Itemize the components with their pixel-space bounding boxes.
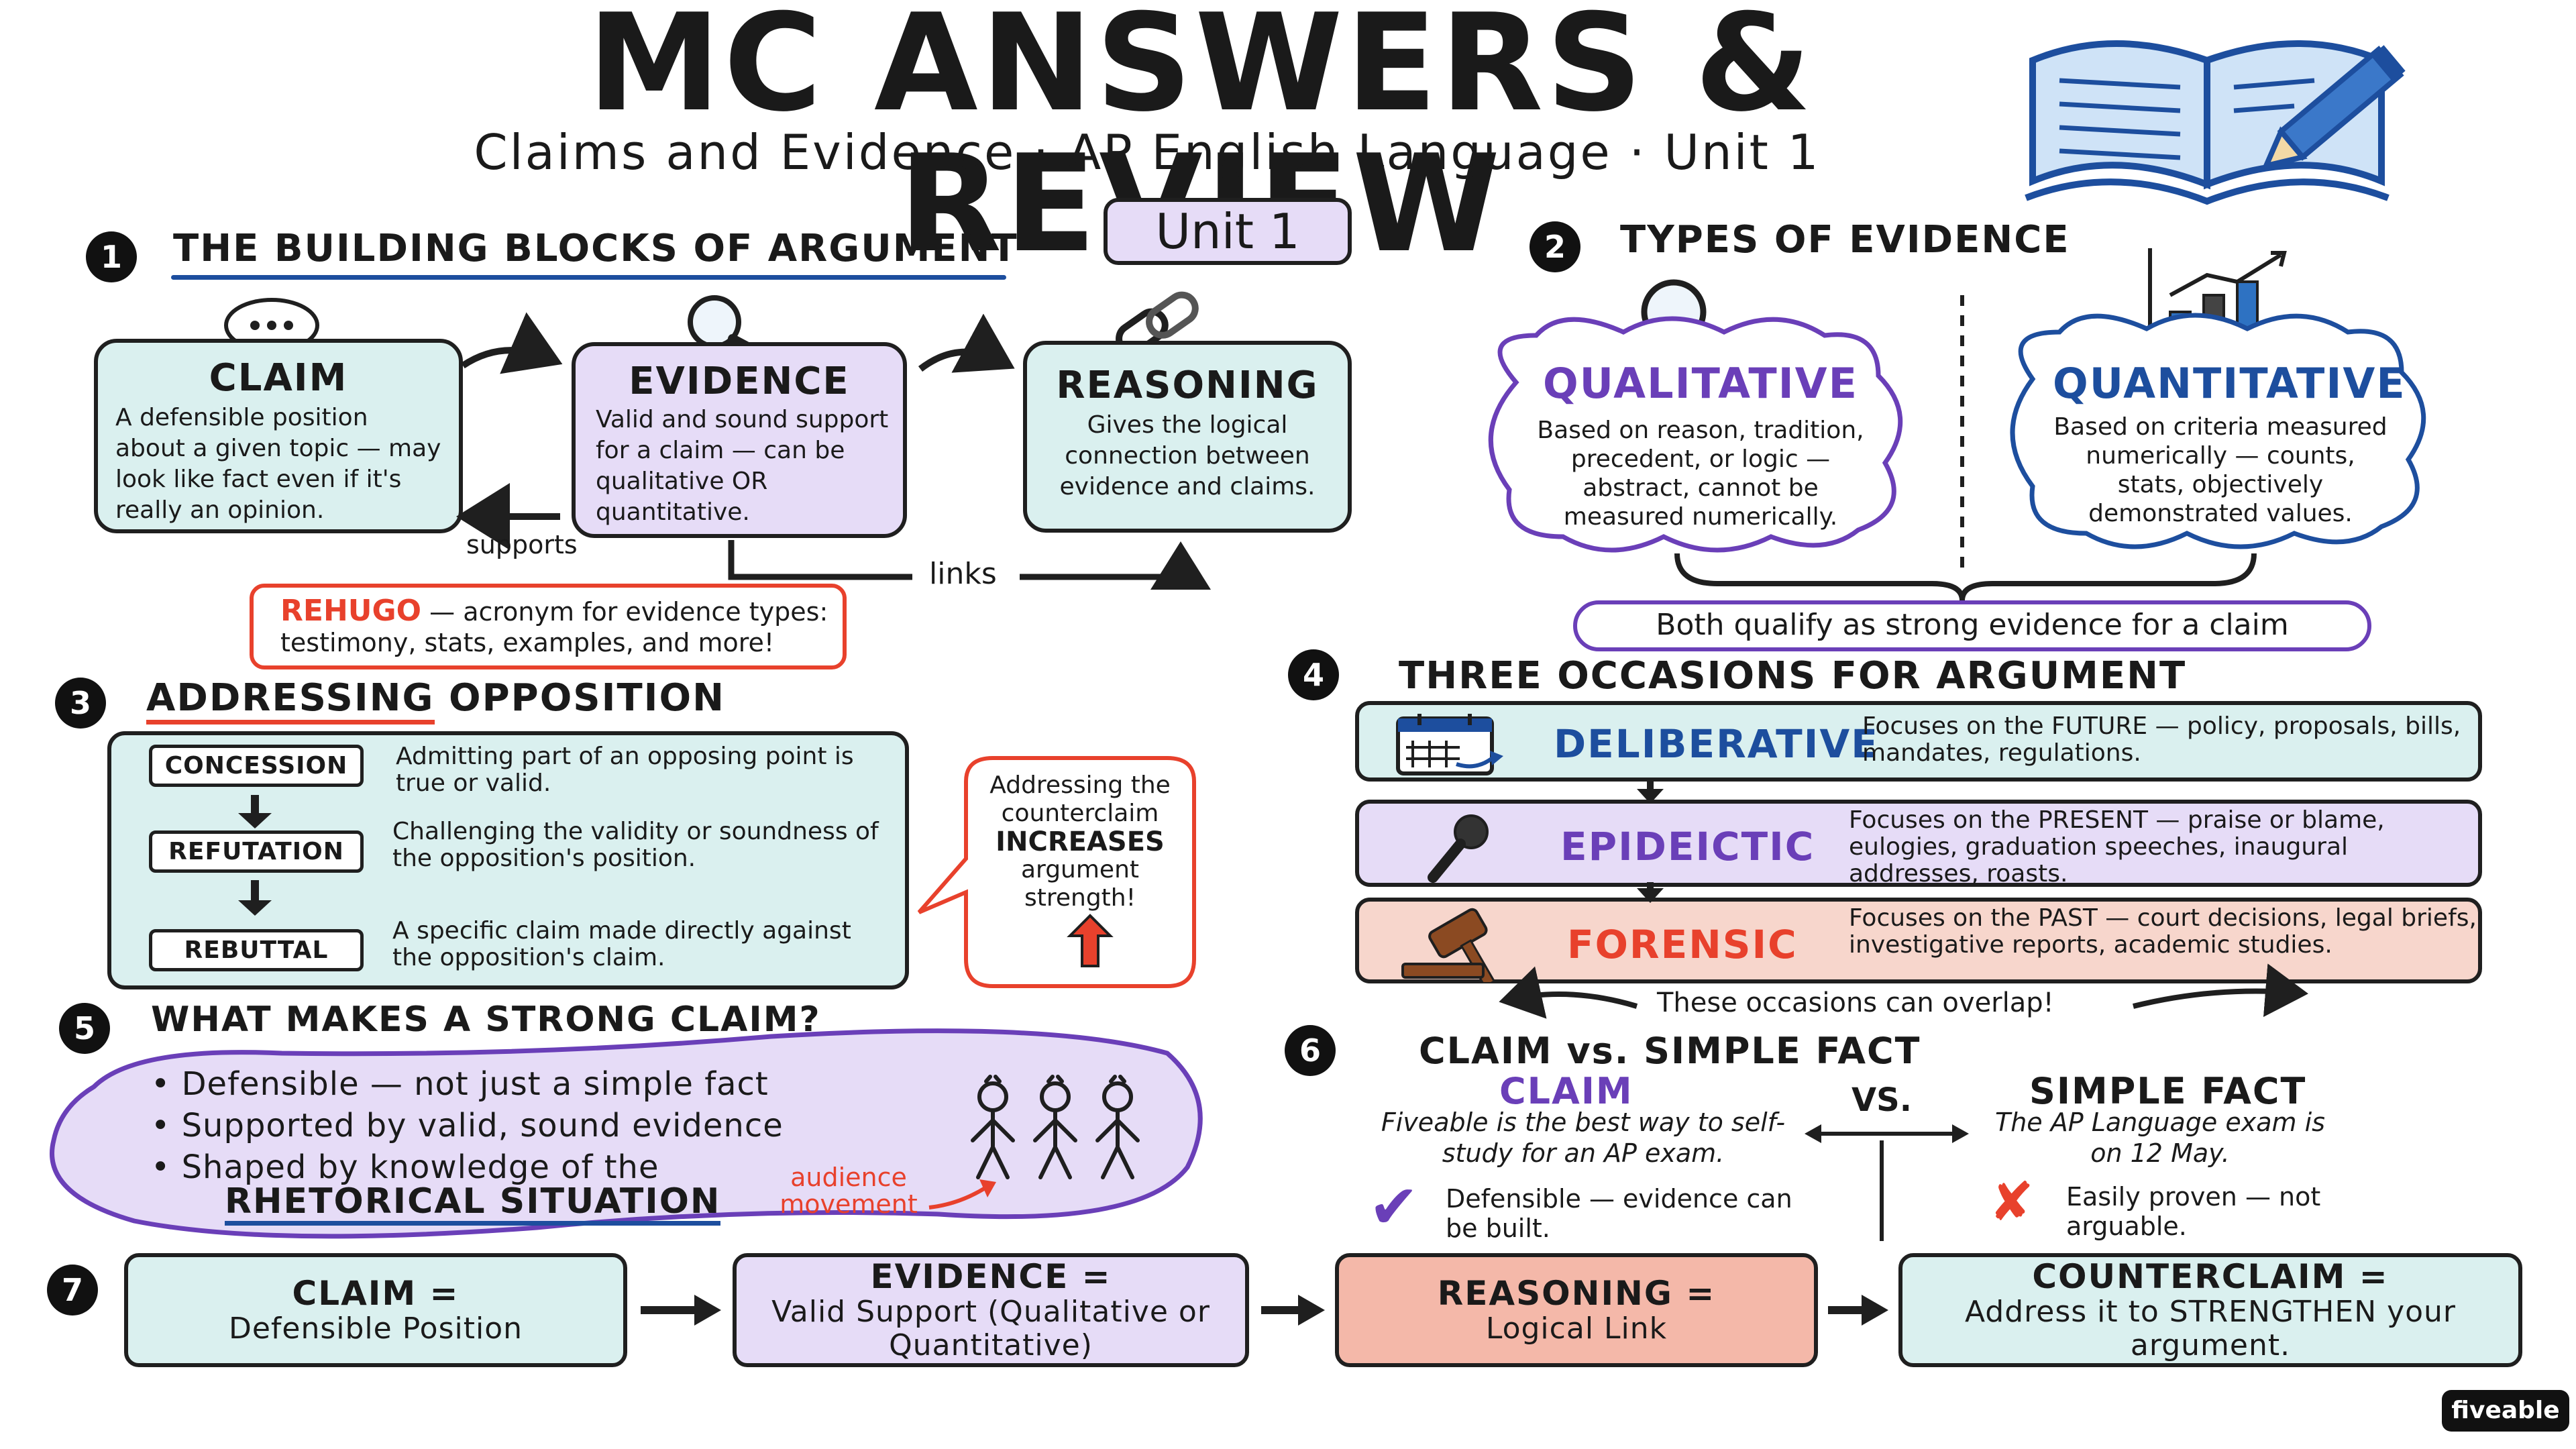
section-3-title: ADDRESSING OPPOSITION xyxy=(146,676,725,724)
strong-claim-item: • Shaped by knowledge of the xyxy=(151,1148,659,1186)
forensic-text: Focuses on the PAST — court decisions, l… xyxy=(1849,904,2477,959)
gavel-icon xyxy=(1401,908,1496,982)
deliberative-text: Focuses on the FUTURE — policy, proposal… xyxy=(1862,712,2461,767)
supports-label: supports xyxy=(466,530,578,559)
qualitative-text: Based on reason, tradition, precedent, o… xyxy=(1537,417,1864,531)
links-label: links xyxy=(929,557,997,591)
summary-evidence-box: EVIDENCE = Valid Support (Qualitative or… xyxy=(733,1253,1249,1367)
evidence-card-text: Valid and sound support for a claim — ca… xyxy=(596,406,889,526)
strong-claim-item: • Defensible — not just a simple fact xyxy=(151,1065,769,1103)
epideictic-row: EPIDEICTIC Focuses on the PRESENT — prai… xyxy=(1355,800,2482,888)
fact-side-example: The AP Language exam is on 12 May. xyxy=(1995,1108,2325,1168)
overlap-note: These occasions can overlap! xyxy=(1657,987,2054,1018)
bubble-line-3: argument strength! xyxy=(1020,856,1140,912)
section-2-title: TYPES OF EVIDENCE xyxy=(1620,218,2070,262)
claim-side-example: Fiveable is the best way to self-study f… xyxy=(1381,1108,1786,1168)
refutation-tag: REFUTATION xyxy=(149,830,364,873)
section-1-title: THE BUILDING BLOCKS OF ARGUMENT xyxy=(173,227,1018,270)
claim-side-note: Defensible — evidence can be built. xyxy=(1446,1184,1792,1243)
section-4-title: THREE OCCASIONS FOR ARGUMENT xyxy=(1399,654,2187,698)
unit-badge: Unit 1 xyxy=(1104,198,1352,265)
quantitative-text: Based on criteria measured numerically —… xyxy=(2053,413,2387,527)
audience-movement-note: audience movement xyxy=(780,1163,918,1219)
refutation-text: Challenging the validity or soundness of… xyxy=(392,818,879,872)
summary-evidence-sub: Valid Support (Qualitative or Quantitati… xyxy=(771,1295,1210,1362)
claim-card: CLAIM A defensible position about a give… xyxy=(94,339,463,533)
reasoning-card-text: Gives the logical connection between evi… xyxy=(1059,411,1316,500)
evidence-card-title: EVIDENCE xyxy=(629,360,850,403)
concession-text: Admitting part of an opposing point is t… xyxy=(396,743,854,797)
summary-evidence-title: EVIDENCE = xyxy=(870,1257,1112,1296)
section-3-title-underlined: ADDRESSING xyxy=(146,676,435,724)
magnifier-icon-2 xyxy=(1641,279,1743,359)
summary-counterclaim-box: COUNTERCLAIM = Address it to STRENGTHEN … xyxy=(1898,1253,2522,1367)
summary-claim-box: CLAIM = Defensible Position xyxy=(124,1253,627,1367)
microphone-icon xyxy=(1428,814,1489,883)
section-5-number: 5 xyxy=(59,1003,110,1054)
deliberative-name: DELIBERATIVE xyxy=(1554,721,1879,767)
section-6-number: 6 xyxy=(1285,1025,1336,1076)
audience-arrow xyxy=(928,1179,996,1210)
epideictic-text: Focuses on the PRESENT — praise or blame… xyxy=(1849,806,2385,888)
section-3-number: 3 xyxy=(55,678,106,729)
epideictic-name: EPIDEICTIC xyxy=(1560,824,1815,869)
deliberative-row: DELIBERATIVE Focuses on the FUTURE — pol… xyxy=(1355,701,2482,782)
section-1-underline xyxy=(171,275,1006,280)
x-mark-icon: ✘ xyxy=(1989,1171,2035,1233)
summary-reasoning-sub: Logical Link xyxy=(1485,1311,1668,1346)
bubble-increases: INCREASES xyxy=(996,826,1165,857)
summary-reasoning-title: REASONING = xyxy=(1437,1274,1716,1313)
vs-label: VS. xyxy=(1851,1081,1912,1119)
open-book-pencil-icon xyxy=(2025,40,2406,205)
rehugo-note: REHUGO — acronym for evidence types: tes… xyxy=(250,584,847,669)
page-subtitle: Claims and Evidence · AP English Languag… xyxy=(474,124,1821,180)
concession-tag: CONCESSION xyxy=(149,745,364,787)
reasoning-card: REASONING Gives the logical connection b… xyxy=(1023,341,1352,533)
summary-reasoning-box: REASONING = Logical Link xyxy=(1335,1253,1818,1367)
counterclaim-bubble: Addressing the counterclaim INCREASES ar… xyxy=(966,771,1194,912)
summary-claim-sub: Defensible Position xyxy=(228,1311,523,1346)
bar-chart-icon xyxy=(2148,248,2294,341)
both-qualify-note: Both qualify as strong evidence for a cl… xyxy=(1573,600,2371,651)
section-3-title-rest: OPPOSITION xyxy=(434,676,725,720)
rehugo-text: — acronym for evidence types: testimony,… xyxy=(280,597,828,657)
fiveable-logo: fiveable xyxy=(2442,1390,2569,1432)
claim-side-title: CLAIM xyxy=(1499,1070,1633,1112)
summary-claim-title: CLAIM = xyxy=(292,1274,460,1313)
rhetorical-situation: RHETORICAL SITUATION xyxy=(225,1182,721,1226)
section-7-number: 7 xyxy=(47,1265,98,1316)
section-1-number: 1 xyxy=(86,231,137,282)
strong-claim-list: • Defensible — not just a simple fact • … xyxy=(151,1063,784,1188)
rebuttal-tag: REBUTTAL xyxy=(149,929,364,971)
fact-side-note: Easily proven — not arguable. xyxy=(2066,1182,2321,1241)
section-4-number: 4 xyxy=(1288,649,1339,700)
bubble-line-1: Addressing the counterclaim xyxy=(989,771,1171,827)
section-6-title: CLAIM vs. SIMPLE FACT xyxy=(1419,1030,1921,1072)
fact-side-title: SIMPLE FACT xyxy=(2029,1070,2307,1112)
claim-card-title: CLAIM xyxy=(209,356,348,400)
section-5-title: WHAT MAKES A STRONG CLAIM? xyxy=(151,1000,821,1040)
check-icon: ✔ xyxy=(1368,1172,1419,1242)
rehugo-term: REHUGO xyxy=(280,594,422,628)
rebuttal-text: A specific claim made directly against t… xyxy=(392,917,851,971)
forensic-name: FORENSIC xyxy=(1567,922,1798,967)
calendar-icon xyxy=(1396,714,1503,775)
summary-counterclaim-sub: Address it to STRENGTHEN your argument. xyxy=(1964,1295,2457,1362)
section-2-number: 2 xyxy=(1529,221,1580,272)
claim-card-text: A defensible position about a given topi… xyxy=(115,404,441,524)
summary-counterclaim-title: COUNTERCLAIM = xyxy=(2032,1257,2389,1296)
qualitative-title: QUALITATIVE xyxy=(1542,359,1859,408)
forensic-row: FORENSIC Focuses on the PAST — court dec… xyxy=(1355,898,2482,983)
stick-figures-icon xyxy=(971,1075,1140,1179)
evidence-card: EVIDENCE Valid and sound support for a c… xyxy=(572,342,907,538)
strong-claim-item: • Supported by valid, sound evidence xyxy=(151,1107,784,1144)
quantitative-title: QUANTITATIVE xyxy=(2053,359,2406,408)
reasoning-card-title: REASONING xyxy=(1056,364,1319,407)
